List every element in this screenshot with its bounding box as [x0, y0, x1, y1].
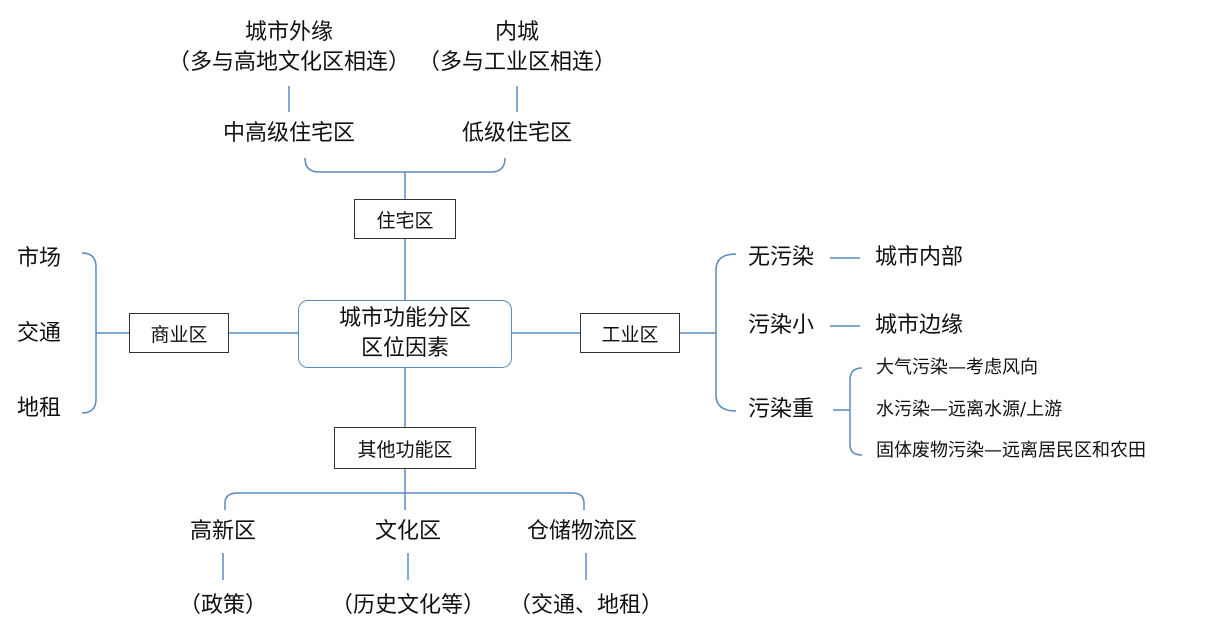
- other-item-logistics: 仓储物流区: [526, 519, 638, 544]
- center-subtitle: 区位因素: [360, 336, 449, 361]
- center-title: 城市功能分区: [338, 306, 471, 331]
- low-grade-residential: 低级住宅区: [461, 121, 573, 146]
- commercial-factor-rent: 地租: [17, 396, 62, 421]
- commercial-factor-transport: 交通: [17, 321, 62, 346]
- other-label: 其他功能区: [357, 438, 453, 461]
- residential-outer-note: （多与高地文化区相连）: [167, 50, 411, 75]
- industrial-location-edge: 城市边缘: [875, 313, 964, 338]
- industrial-level-heavy: 污染重: [748, 397, 815, 422]
- industrial-label: 工业区: [601, 323, 659, 346]
- industrial-location-inner: 城市内部: [875, 245, 964, 270]
- other-box: 其他功能区: [334, 427, 476, 469]
- center-box: 城市功能分区 区位因素: [298, 300, 512, 368]
- other-item-culture-note: （历史文化等）: [330, 593, 486, 618]
- residential-label: 住宅区: [376, 209, 434, 232]
- other-item-hitech-note: （政策）: [178, 593, 268, 618]
- heavy-detail-solid: 固体废物污染—远离居民区和农田: [876, 440, 1146, 461]
- high-grade-residential: 中高级住宅区: [222, 121, 356, 146]
- other-item-hitech: 高新区: [189, 519, 257, 544]
- residential-inner-note: （多与工业区相连）: [417, 50, 617, 75]
- residential-outer-title: 城市外缘: [244, 20, 334, 45]
- commercial-factor-market: 市场: [17, 246, 62, 271]
- industrial-box: 工业区: [580, 313, 680, 353]
- heavy-detail-air: 大气污染—考虑风向: [876, 357, 1038, 378]
- other-item-culture: 文化区: [374, 519, 442, 544]
- heavy-detail-water: 水污染—远离水源/上游: [876, 399, 1063, 420]
- residential-box: 住宅区: [354, 199, 456, 239]
- residential-inner-title: 内城: [494, 20, 540, 45]
- industrial-level-none: 无污染: [748, 245, 815, 270]
- commercial-box: 商业区: [129, 313, 229, 353]
- industrial-level-light: 污染小: [748, 313, 815, 338]
- commercial-label: 商业区: [150, 323, 208, 346]
- other-item-logistics-note: （交通、地租）: [508, 593, 664, 618]
